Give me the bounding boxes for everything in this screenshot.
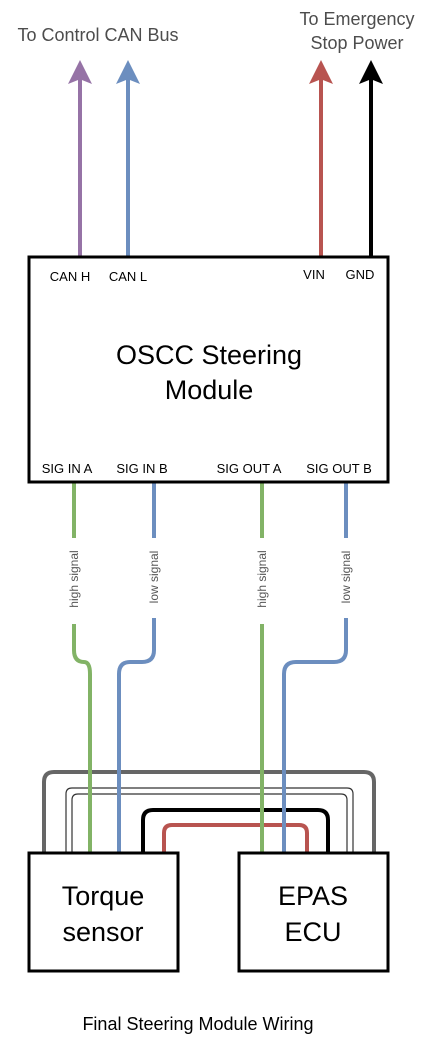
torque-sensor-box	[27, 851, 180, 973]
pin-vin: VIN	[303, 267, 325, 282]
estop-label-line2: Stop Power	[310, 33, 403, 53]
harness-black-loop	[141, 808, 330, 853]
wire-label-sig-out-a: high signal	[255, 550, 269, 607]
pin-can-h: CAN H	[50, 269, 90, 284]
harness-thin-loop-inner	[71, 793, 348, 853]
module-title-line1: OSCC Steering	[116, 340, 302, 370]
oscc-steering-module	[27, 255, 390, 484]
torque-sensor-line2: sensor	[62, 917, 143, 947]
harness-gray-loop	[42, 770, 376, 853]
sig-in-a-wire	[72, 482, 92, 853]
epas-ecu-line2: ECU	[284, 917, 341, 947]
sig-out-b-wire	[282, 482, 348, 853]
wire-label-bg-1	[64, 538, 84, 624]
estop-label-line1: To Emergency	[299, 9, 414, 29]
harness-red-loop	[162, 823, 309, 853]
wire-label-bg-3	[252, 538, 272, 624]
can-bus-label: To Control CAN Bus	[17, 25, 178, 45]
wire-label-sig-out-b: low signal	[339, 551, 353, 604]
sig-in-b-wire	[117, 482, 156, 853]
torque-sensor-line1: Torque	[62, 881, 145, 911]
wire-label-bg-2	[144, 538, 164, 618]
pin-sig-out-b: SIG OUT B	[306, 461, 372, 476]
pin-can-l: CAN L	[109, 269, 147, 284]
pin-sig-in-a: SIG IN A	[42, 461, 93, 476]
pin-sig-in-b: SIG IN B	[116, 461, 167, 476]
epas-ecu-box	[237, 851, 390, 973]
wire-label-sig-in-a: high signal	[67, 550, 81, 607]
diagram-caption: Final Steering Module Wiring	[82, 1014, 313, 1034]
harness-thin-loop-outer	[65, 787, 354, 853]
module-title-line2: Module	[165, 375, 254, 405]
wire-label-bg-4	[336, 538, 356, 618]
epas-ecu-line1: EPAS	[278, 881, 348, 911]
pin-sig-out-a: SIG OUT A	[217, 461, 282, 476]
wire-label-sig-in-b: low signal	[147, 551, 161, 604]
pin-gnd: GND	[346, 267, 375, 282]
